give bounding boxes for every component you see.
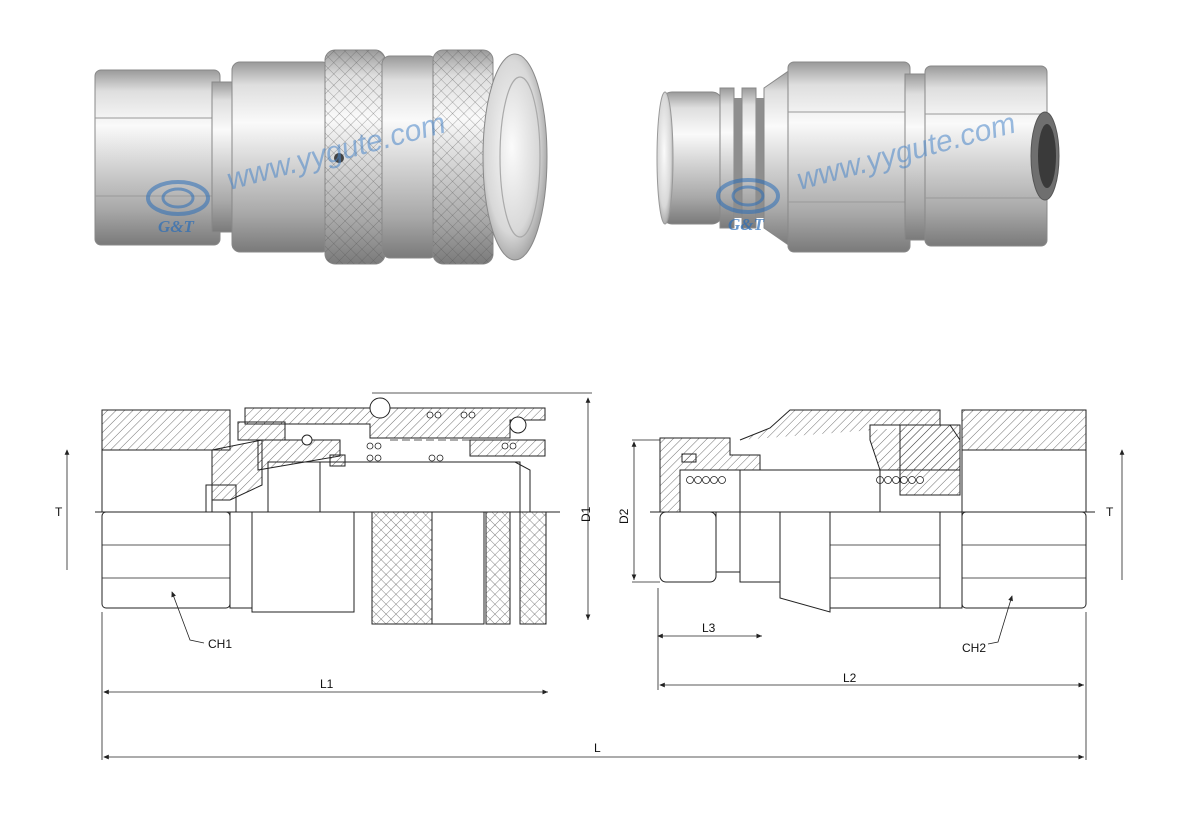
dimension-lines: T T D1 D2 CH1 CH2 L3 L1 L2 L	[55, 392, 1125, 760]
gt-logo-icon: G&T	[146, 180, 210, 236]
dim-L2: L2	[843, 671, 857, 685]
dim-CH1: CH1	[208, 637, 232, 651]
dim-D1: D1	[579, 506, 593, 522]
gt-logo-icon: G&T	[716, 178, 780, 234]
dim-T-right: T	[1106, 505, 1114, 519]
logo-text-left: G&T	[158, 217, 195, 236]
dim-L1: L1	[320, 677, 334, 691]
female-coupler-drawing	[95, 397, 560, 625]
dim-D2: D2	[617, 508, 631, 524]
male-nipple-photo: G&T www.yygute.com	[656, 61, 1060, 253]
logo-text-right: G&T	[728, 215, 765, 234]
male-nipple-drawing	[650, 409, 1095, 613]
dim-CH2: CH2	[962, 641, 986, 655]
female-coupler-photo: G&T www.yygute.com	[94, 49, 548, 265]
dim-T-left: T	[55, 505, 63, 519]
dim-L3: L3	[702, 621, 716, 635]
dim-L: L	[594, 741, 601, 755]
